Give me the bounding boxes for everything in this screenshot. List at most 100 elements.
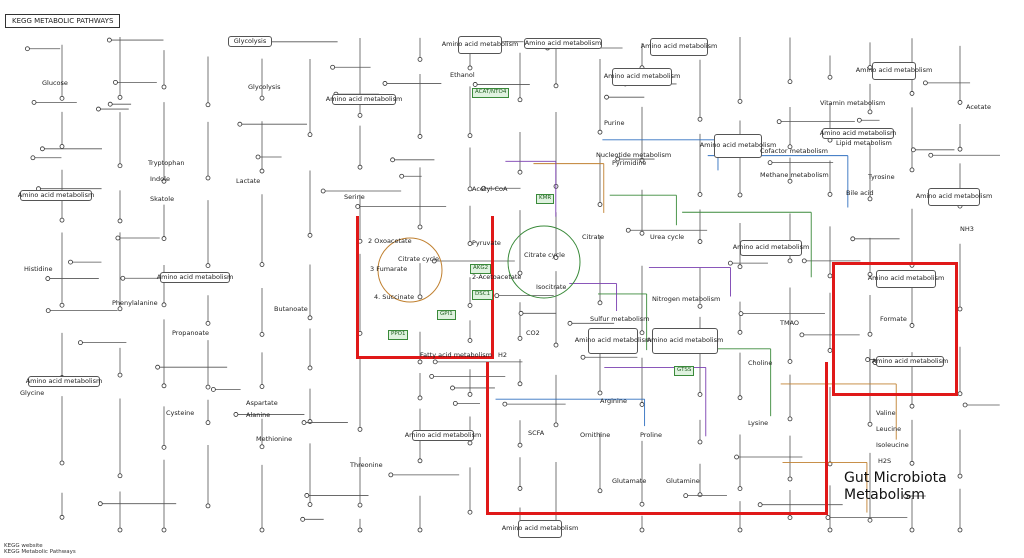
metabolite-node[interactable] [307,365,313,371]
metabolite-node[interactable] [431,258,437,264]
metabolite-node[interactable] [867,109,873,115]
metabolite-node[interactable] [734,454,739,460]
metabolite-node[interactable] [865,357,871,362]
metabolite-node[interactable] [97,501,103,507]
metabolite-node[interactable] [59,217,65,223]
metabolite-node[interactable] [553,342,559,348]
metabolite-node[interactable] [59,460,65,466]
metabolite-node[interactable] [59,144,65,149]
metabolite-node[interactable] [910,147,916,153]
metabolite-node[interactable] [957,473,963,479]
metabolite-node[interactable] [580,354,586,360]
module-amino-acid-10[interactable]: Amino acid metabolism [157,272,233,283]
metabolite-node[interactable] [467,509,473,515]
metabolite-node[interactable] [259,444,265,450]
metabolite-node[interactable] [697,192,703,197]
metabolite-node[interactable] [388,472,394,478]
module-amino-acid-7[interactable]: Amino acid metabolism [820,128,896,139]
metabolite-node[interactable] [417,395,423,401]
metabolite-node[interactable] [233,412,239,417]
metabolite-node[interactable] [467,391,473,397]
gene-box-2[interactable]: AKG2 [470,264,492,274]
metabolite-node[interactable] [117,527,123,533]
metabolite-node[interactable] [161,383,167,389]
metabolite-node[interactable] [320,188,326,194]
metabolite-node[interactable] [639,330,645,336]
metabolite-node[interactable] [205,420,211,426]
metabolite-node[interactable] [597,488,603,494]
metabolite-node[interactable] [867,196,873,202]
metabolite-node[interactable] [355,204,361,209]
metabolite-node[interactable] [517,270,523,276]
metabolite-node[interactable] [639,402,645,407]
metabolite-node[interactable] [697,303,703,309]
metabolite-node[interactable] [517,97,523,103]
metabolite-node[interactable] [450,385,455,391]
metabolite-node[interactable] [382,81,388,86]
metabolite-node[interactable] [117,94,123,100]
metabolite-node[interactable] [417,458,423,464]
metabolite-node[interactable] [117,306,123,312]
metabolite-node[interactable] [494,293,500,299]
metabolite-node[interactable] [259,95,265,101]
metabolite-node[interactable] [737,192,743,198]
metabolite-node[interactable] [553,83,559,89]
metabolite-node[interactable] [357,426,363,432]
module-amino-acid-12[interactable]: Amino acid metabolism [872,356,948,367]
module-amino-acid-1[interactable]: Amino acid metabolism [442,36,518,54]
gene-box-1[interactable]: ACAT/NTO4 [472,88,510,98]
metabolite-node[interactable] [357,502,363,508]
metabolite-node[interactable] [472,82,478,87]
metabolite-node[interactable] [59,514,65,520]
metabolite-node[interactable] [787,515,793,521]
metabolite-node[interactable] [909,91,915,96]
metabolite-node[interactable] [957,527,963,533]
metabolite-node[interactable] [502,401,508,407]
metabolite-node[interactable] [307,315,313,321]
metabolite-node[interactable] [517,335,523,341]
metabolite-node[interactable] [25,46,30,52]
metabolite-node[interactable] [117,218,123,224]
module-amino-acid-16[interactable]: Amino acid metabolism [647,328,723,354]
metabolite-node[interactable] [625,227,631,233]
metabolite-node[interactable] [517,442,523,448]
metabolite-node[interactable] [467,133,473,139]
metabolite-node[interactable] [909,460,915,466]
metabolite-node[interactable] [259,527,265,533]
metabolite-node[interactable] [259,262,265,267]
metabolite-node[interactable] [45,276,51,281]
metabolite-node[interactable] [867,331,873,337]
module-glycolysis[interactable]: Glycolysis [228,36,272,47]
metabolite-node[interactable] [357,527,363,533]
module-amino-acid-3[interactable]: Amino acid metabolism [641,38,717,56]
metabolite-node[interactable] [432,359,438,365]
metabolite-node[interactable] [417,527,423,533]
metabolite-node[interactable] [957,100,963,105]
metabolite-node[interactable] [957,391,963,397]
module-amino-acid-14[interactable]: Amino acid metabolism [405,430,481,441]
metabolite-node[interactable] [429,374,435,379]
metabolite-node[interactable] [517,169,523,175]
metabolite-node[interactable] [737,264,743,270]
metabolite-node[interactable] [117,473,123,479]
metabolite-node[interactable] [205,320,211,326]
gene-box-6[interactable]: GPI1 [437,310,456,320]
metabolite-node[interactable] [330,64,336,70]
metabolite-node[interactable] [301,420,307,425]
metabolite-node[interactable] [307,419,313,424]
metabolite-node[interactable] [155,364,161,370]
metabolite-node[interactable] [909,527,915,533]
metabolite-node[interactable] [259,384,265,389]
metabolite-node[interactable] [697,116,703,122]
module-amino-acid-18[interactable]: Amino acid metabolism [733,240,809,256]
metabolite-node[interactable] [799,332,805,338]
metabolite-node[interactable] [597,300,603,306]
metabolite-node[interactable] [856,117,862,123]
module-amino-acid-13[interactable]: Amino acid metabolism [26,376,102,387]
metabolite-node[interactable] [787,476,793,482]
metabolite-node[interactable] [467,65,473,71]
metabolite-node[interactable] [357,112,363,118]
metabolite-node[interactable] [113,79,118,85]
metabolite-node[interactable] [737,98,743,104]
metabolite-node[interactable] [909,323,915,328]
